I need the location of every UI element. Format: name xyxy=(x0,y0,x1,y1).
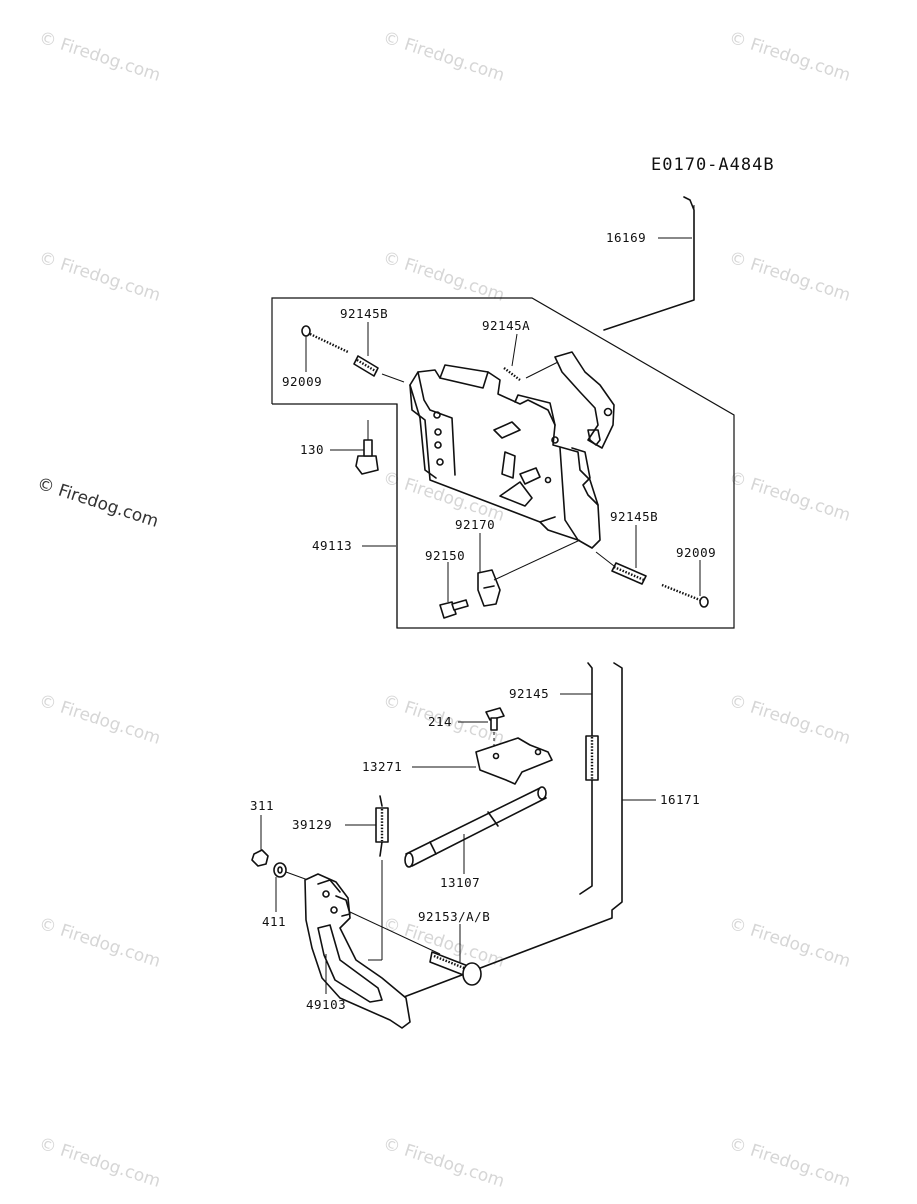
watermark: © Firedog.com xyxy=(726,691,852,749)
watermark: © Firedog.com xyxy=(726,248,852,306)
watermark: © Firedog.com xyxy=(36,1134,162,1192)
control-lever-upper xyxy=(554,351,615,449)
diagram-code: E0170-A484B xyxy=(651,155,775,175)
bolt-92009-right xyxy=(661,560,709,608)
watermark: © Firedog.com xyxy=(380,28,506,86)
nut-311 xyxy=(251,815,269,867)
watermark: © Firedog.com xyxy=(380,248,506,306)
bolt-92150 xyxy=(439,562,469,619)
label-16171: 16171 xyxy=(660,792,700,807)
label-92153: 92153/A/B xyxy=(418,909,490,924)
shaft-13107 xyxy=(404,786,547,874)
lever-49103 xyxy=(304,873,441,1029)
spring-92145B-top xyxy=(353,322,405,383)
watermark: © Firedog.com xyxy=(726,1134,852,1192)
label-92150: 92150 xyxy=(425,548,465,563)
watermark: © Firedog.com xyxy=(36,691,162,749)
washer-411 xyxy=(273,862,309,912)
plate-13271 xyxy=(412,737,553,785)
label-92145B-top: 92145B xyxy=(340,306,388,321)
label-13271: 13271 xyxy=(362,759,402,774)
bolt-92153 xyxy=(429,924,482,986)
rod-16171 xyxy=(395,662,656,1001)
bracket-92170 xyxy=(477,533,581,607)
watermark: © Firedog.com xyxy=(36,914,162,972)
rod-16169 xyxy=(603,196,695,331)
label-49113: 49113 xyxy=(312,538,352,553)
label-411: 411 xyxy=(262,914,286,929)
spring-39129 xyxy=(345,795,389,961)
label-13107: 13107 xyxy=(440,875,480,890)
label-92170: 92170 xyxy=(455,517,495,532)
label-92145: 92145 xyxy=(509,686,549,701)
label-311: 311 xyxy=(250,798,274,813)
label-92009-left: 92009 xyxy=(282,374,322,389)
label-39129: 39129 xyxy=(292,817,332,832)
watermark-dark: © Firedog.com xyxy=(34,474,160,532)
bolt-130 xyxy=(330,420,379,475)
bolt-92009-left xyxy=(301,325,349,372)
label-92009-right: 92009 xyxy=(676,545,716,560)
watermark: © Firedog.com xyxy=(726,28,852,86)
label-16169: 16169 xyxy=(606,230,646,245)
label-214: 214 xyxy=(428,714,452,729)
watermark: © Firedog.com xyxy=(380,1134,506,1192)
watermark: © Firedog.com xyxy=(726,914,852,972)
label-92145B-right: 92145B xyxy=(610,509,658,524)
watermark: © Firedog.com xyxy=(726,468,852,526)
label-130: 130 xyxy=(300,442,324,457)
spring-92145B-right xyxy=(595,525,647,585)
label-92145A: 92145A xyxy=(482,318,530,333)
spring-92145 xyxy=(560,662,599,895)
spring-92145A xyxy=(503,333,559,381)
label-49103: 49103 xyxy=(306,997,346,1012)
watermark: © Firedog.com xyxy=(36,248,162,306)
watermark: © Firedog.com xyxy=(36,28,162,86)
control-plate-49113 xyxy=(409,364,601,549)
